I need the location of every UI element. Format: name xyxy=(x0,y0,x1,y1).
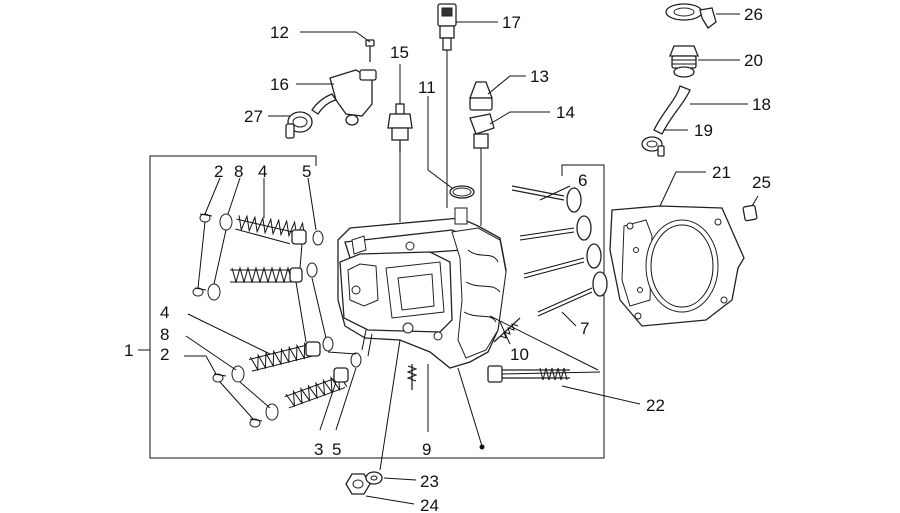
label-17: 17 xyxy=(502,13,521,32)
label-26: 26 xyxy=(744,5,763,24)
leader-lines xyxy=(184,13,759,505)
head-bolt xyxy=(487,365,570,383)
label-15: 15 xyxy=(390,43,409,62)
label-4-upper: 4 xyxy=(258,162,267,181)
temperature-sender-17 xyxy=(437,3,457,51)
label-8-upper: 8 xyxy=(234,162,243,181)
nut-and-washer xyxy=(345,471,383,495)
cylinder-head xyxy=(337,207,507,369)
label-10: 10 xyxy=(510,345,529,364)
label-9: 9 xyxy=(422,440,431,459)
valve-retainers xyxy=(207,213,279,421)
fitting-14 xyxy=(469,113,495,149)
cap-13 xyxy=(469,81,493,111)
bracket-26 xyxy=(665,3,717,29)
label-2-lower: 2 xyxy=(160,345,169,364)
label-8-lower: 8 xyxy=(160,325,169,344)
head-gasket xyxy=(609,205,745,327)
valve-spring-lower xyxy=(248,341,313,372)
valve-spring-upper xyxy=(235,214,306,245)
label-5-upper: 5 xyxy=(302,162,311,181)
callout-labels: 1 2 2 3 4 4 5 5 6 7 8 8 9 10 11 12 13 14… xyxy=(124,5,771,513)
label-11: 11 xyxy=(418,78,436,97)
label-6: 6 xyxy=(578,171,587,190)
label-5-lower: 5 xyxy=(332,440,341,459)
label-13: 13 xyxy=(530,67,549,86)
thermostat-20 xyxy=(669,45,699,78)
label-24: 24 xyxy=(420,496,439,513)
hose-clamp-27 xyxy=(285,111,313,139)
label-18: 18 xyxy=(752,95,771,114)
sensor-16 xyxy=(311,69,377,126)
label-22: 22 xyxy=(646,396,665,415)
clip-ring-11 xyxy=(449,185,475,199)
hose-18 xyxy=(653,85,691,135)
label-25: 25 xyxy=(752,173,771,192)
label-16: 16 xyxy=(270,75,289,94)
label-27: 27 xyxy=(244,107,263,126)
screw-12 xyxy=(365,39,375,62)
label-21: 21 xyxy=(712,163,731,182)
label-12: 12 xyxy=(270,23,289,42)
valve-seals xyxy=(289,229,362,383)
label-23: 23 xyxy=(420,472,439,491)
label-1: 1 xyxy=(124,341,133,360)
label-7: 7 xyxy=(580,319,589,338)
label-19: 19 xyxy=(694,121,713,140)
dowel-pin xyxy=(742,204,758,222)
label-20: 20 xyxy=(744,51,763,70)
label-2-upper: 2 xyxy=(214,162,223,181)
valve-spring-middle xyxy=(230,266,293,284)
label-14: 14 xyxy=(556,103,575,122)
assembly-bracket-1 xyxy=(138,155,605,459)
spark-plug-15 xyxy=(387,103,413,152)
hose-clamp-19 xyxy=(641,136,665,157)
valves xyxy=(511,185,608,317)
studs xyxy=(406,317,521,390)
label-4-lower: 4 xyxy=(160,303,169,322)
valve-cotters xyxy=(192,213,263,428)
label-3: 3 xyxy=(314,440,323,459)
